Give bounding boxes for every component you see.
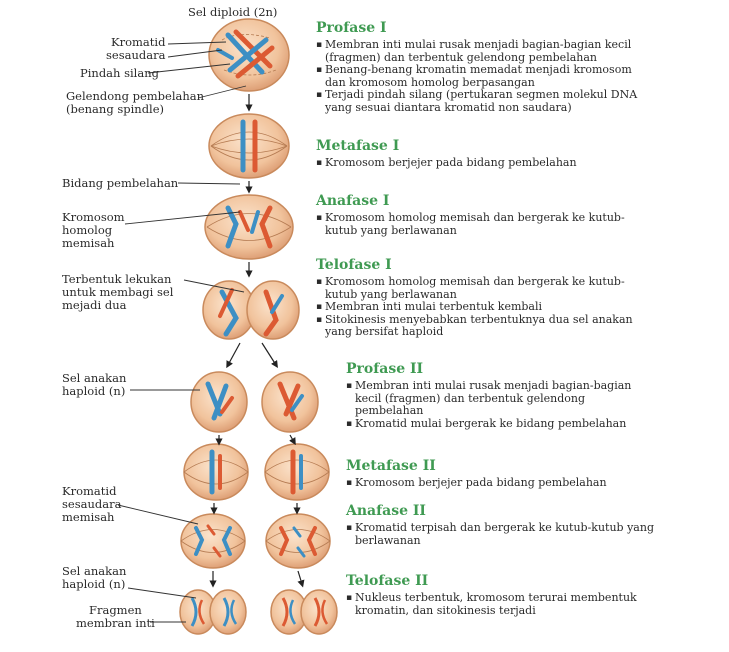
bullet-item: Kromosom berjejer pada bidang pembelahan bbox=[316, 156, 646, 170]
phase-heading-profase-1: Profase I bbox=[316, 20, 387, 36]
cell-telofase-2-right bbox=[270, 589, 338, 635]
bullet-item: Kromosom berjejer pada bidang pembelahan bbox=[346, 476, 676, 490]
phase-heading-telofase-1: Telofase I bbox=[316, 257, 392, 273]
cell-profase-1 bbox=[208, 18, 290, 92]
phase-list-metafase-2: Kromosom berjejer pada bidang pembelahan bbox=[346, 476, 676, 490]
label-kromosom-homolog-memisah: Kromosom homolog memisah bbox=[62, 210, 125, 250]
label-sel-anakan-haploid: Sel anakan haploid (n) bbox=[62, 371, 127, 398]
cell-telofase-1 bbox=[202, 280, 300, 340]
cell-anafase-2-left bbox=[180, 513, 246, 569]
bullet-item: Nukleus terbentuk, kromosom terurai memb… bbox=[346, 591, 656, 617]
label-fragmen-membran: Fragmen membran inti bbox=[76, 603, 155, 630]
label-kromatid-sesaudara: Kromatid sesaudara bbox=[106, 35, 166, 62]
bullet-item: Kromosom homolog memisah dan bergerak ke… bbox=[316, 211, 636, 237]
label-kromatid-memisah: Kromatid sesaudara memisah bbox=[62, 484, 122, 524]
phase-list-telofase-1: Kromosom homolog memisah dan bergerak ke… bbox=[316, 275, 646, 339]
bullet-item: Membran inti mulai terbentuk kembali bbox=[316, 301, 646, 314]
leader-lines bbox=[117, 41, 247, 623]
label-sel-anakan-haploid-2: Sel anakan haploid (n) bbox=[62, 564, 127, 591]
phase-heading-profase-2: Profase II bbox=[346, 361, 424, 377]
label-gelendong: Gelendong pembelahan (benang spindle) bbox=[66, 89, 205, 116]
cell-profase-2-right bbox=[261, 371, 319, 433]
phase-list-anafase-1: Kromosom homolog memisah dan bergerak ke… bbox=[316, 211, 636, 237]
bullet-item: Kromatid mulai bergerak ke bidang pembel… bbox=[346, 417, 636, 431]
diagram-title: Sel diploid (2n) bbox=[188, 5, 278, 19]
phase-list-metafase-1: Kromosom berjejer pada bidang pembelahan bbox=[316, 156, 646, 170]
phase-list-anafase-2: Kromatid terpisah dan bergerak ke kutub-… bbox=[346, 521, 676, 547]
cell-profase-2-left bbox=[190, 371, 248, 433]
phase-list-telofase-2: Nukleus terbentuk, kromosom terurai memb… bbox=[346, 591, 656, 617]
phase-list-profase-2: Membran inti mulai rusak menjadi bagian-… bbox=[346, 379, 636, 431]
bullet-item: Kromosom homolog memisah dan bergerak ke… bbox=[316, 275, 646, 301]
cell-metafase-2-left bbox=[183, 443, 249, 501]
bullet-item: Membran inti mulai rusak menjadi bagian-… bbox=[346, 379, 636, 418]
cell-metafase-1 bbox=[208, 113, 290, 179]
bullet-item: Sitokinesis menyebabkan terbentuknya dua… bbox=[316, 313, 646, 339]
cell-anafase-2-right bbox=[265, 513, 331, 569]
label-bidang-pembelahan: Bidang pembelahan bbox=[62, 176, 179, 190]
cell-anafase-1 bbox=[204, 194, 294, 260]
phase-heading-metafase-1: Metafase I bbox=[316, 138, 400, 154]
bullet-item: Terjadi pindah silang (pertukaran segmen… bbox=[316, 89, 646, 114]
label-pindah-silang: Pindah silang bbox=[80, 66, 159, 80]
bullet-item: Membran inti mulai rusak menjadi bagian-… bbox=[316, 38, 646, 64]
label-lekukan: Terbentuk lekukan untuk membagi sel meja… bbox=[62, 272, 174, 312]
phase-heading-anafase-2: Anafase II bbox=[346, 503, 426, 519]
stage-arrows bbox=[209, 94, 305, 588]
cell-metafase-2-right bbox=[264, 443, 330, 501]
cell-telofase-2-left bbox=[179, 589, 247, 635]
bullet-item: Benang-benang kromatin memadat menjadi k… bbox=[316, 63, 646, 89]
phase-heading-metafase-2: Metafase II bbox=[346, 458, 436, 474]
phase-heading-anafase-1: Anafase I bbox=[316, 193, 390, 209]
phase-heading-telofase-2: Telofase II bbox=[346, 573, 429, 589]
phase-list-profase-1: Membran inti mulai rusak menjadi bagian-… bbox=[316, 38, 646, 115]
bullet-item: Kromatid terpisah dan bergerak ke kutub-… bbox=[346, 521, 676, 547]
